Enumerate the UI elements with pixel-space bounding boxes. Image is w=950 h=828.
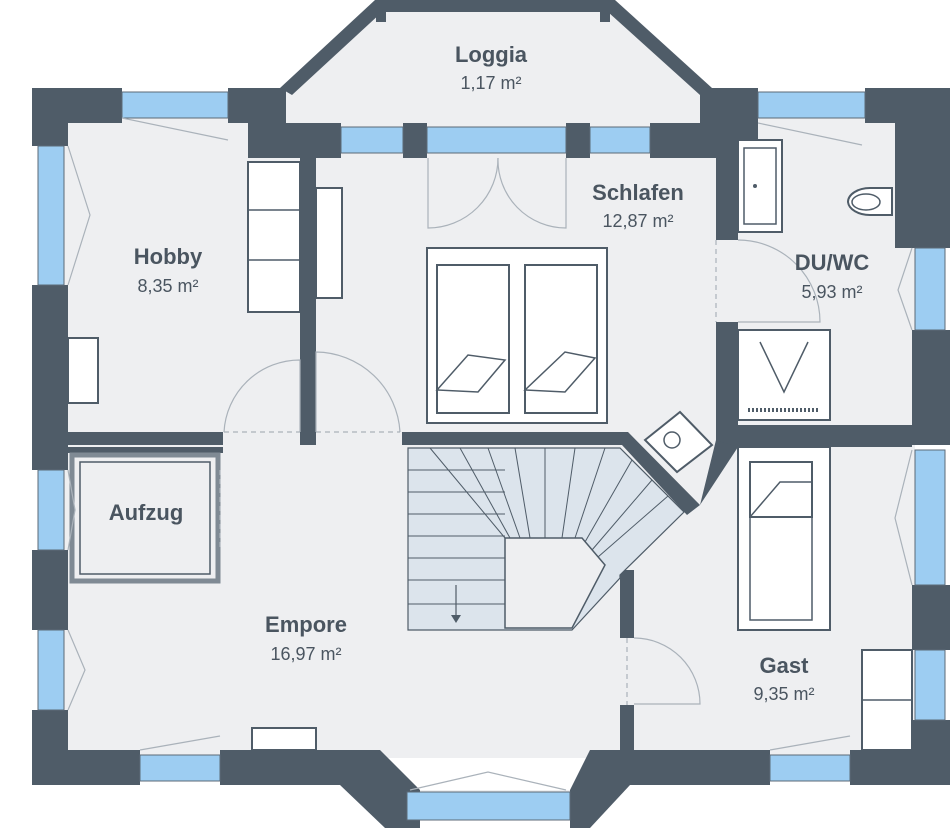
wall-bottom-left2 bbox=[220, 750, 345, 785]
wall-top-left bbox=[32, 88, 122, 123]
wall-aufzug-shaft bbox=[68, 447, 223, 453]
bed-left bbox=[436, 264, 510, 414]
window-du-right bbox=[914, 247, 946, 331]
staircase bbox=[407, 447, 685, 631]
du-wc-name: DU/WC bbox=[795, 250, 870, 275]
bathtub bbox=[737, 139, 783, 233]
door-loggia-right bbox=[497, 157, 567, 229]
windows bbox=[37, 91, 946, 821]
sash-du-right bbox=[897, 247, 913, 331]
shower bbox=[737, 329, 831, 421]
loggia-name: Loggia bbox=[455, 42, 528, 67]
wall-du-gast bbox=[716, 425, 912, 447]
wall-top-loggia-mid bbox=[403, 123, 427, 158]
door-loggia-left bbox=[427, 157, 499, 229]
wall-schlafen-du bbox=[716, 158, 738, 240]
window-empore-left bbox=[37, 629, 65, 711]
schlafen-name: Schlafen bbox=[592, 180, 684, 205]
gast-area: 9,35 m² bbox=[753, 684, 814, 704]
outer-walls bbox=[32, 0, 950, 828]
wall-left-mid bbox=[32, 285, 68, 470]
loggia-area: 1,17 m² bbox=[460, 73, 521, 93]
doors bbox=[67, 117, 913, 791]
window-aufzug-left bbox=[37, 469, 65, 551]
door-du bbox=[737, 239, 821, 323]
schlafen-area: 12,87 m² bbox=[602, 211, 673, 231]
wall-right-upper bbox=[895, 88, 950, 248]
wall-bottom-left bbox=[32, 750, 140, 785]
elevator-inner bbox=[79, 461, 211, 575]
wall-bottom-bay-left bbox=[340, 750, 420, 828]
corner-basin bbox=[643, 410, 714, 474]
room-labels: Loggia 1,17 m² Schlafen 12,87 m² Hobby 8… bbox=[109, 42, 870, 704]
wall-stair-top bbox=[402, 432, 700, 515]
gast-name: Gast bbox=[760, 653, 810, 678]
toilet bbox=[846, 187, 893, 217]
stair-arrow-head bbox=[451, 615, 461, 623]
wall-right-mid bbox=[912, 330, 950, 445]
wall-left-mid2 bbox=[32, 550, 68, 630]
window-gast-bottom bbox=[769, 754, 851, 782]
sash-empore-bottom-left bbox=[139, 735, 221, 751]
hobby-desk bbox=[67, 337, 99, 404]
window-hobby-top bbox=[121, 91, 229, 119]
sash-hobby-left bbox=[67, 145, 91, 286]
sash-empore-bottom bbox=[409, 771, 567, 791]
wall-top-loggia-left bbox=[248, 123, 341, 158]
window-schlafen-2 bbox=[426, 126, 567, 154]
wall-right-mid2 bbox=[912, 585, 950, 650]
sash-aufzug-left bbox=[67, 469, 76, 551]
empore-area: 16,97 m² bbox=[270, 644, 341, 664]
sash-gast-bottom bbox=[769, 735, 851, 751]
wall-right-bottom bbox=[912, 720, 950, 785]
wall-stair-gast bbox=[620, 570, 634, 638]
wall-bottom-bay-right bbox=[570, 750, 630, 828]
hobby-name: Hobby bbox=[134, 244, 203, 269]
wall-hobby-schlafen bbox=[300, 158, 316, 445]
interior-walls bbox=[68, 158, 912, 755]
wall-empore-gast bbox=[620, 705, 634, 755]
schlafen-wardrobe bbox=[315, 187, 343, 299]
wall-top-loggia-mid2 bbox=[566, 123, 590, 158]
wall-stair-diagonal bbox=[687, 440, 738, 515]
empore-cabinet bbox=[251, 727, 317, 751]
sash-empore-left bbox=[67, 629, 86, 711]
sash-du-top bbox=[757, 122, 863, 146]
sash-hobby-top bbox=[121, 117, 229, 141]
furniture bbox=[67, 12, 913, 751]
bed-right bbox=[524, 264, 598, 414]
window-empore-bottom bbox=[406, 791, 571, 821]
door-gast bbox=[633, 637, 701, 705]
wall-hobby-empore bbox=[68, 432, 223, 445]
sash-gast-right bbox=[894, 449, 913, 586]
door-schlafen bbox=[315, 351, 401, 433]
du-wc-area: 5,93 m² bbox=[801, 282, 862, 302]
loggia-floor bbox=[285, 10, 700, 128]
window-gast-right bbox=[914, 449, 946, 586]
window-schlafen-3 bbox=[589, 126, 651, 154]
window-gast-right2 bbox=[914, 649, 946, 721]
window-du-top bbox=[757, 91, 866, 119]
door-hobby bbox=[223, 359, 301, 433]
hobby-shelf bbox=[247, 161, 301, 313]
stair-landing bbox=[504, 537, 606, 629]
wall-bottom-right bbox=[630, 750, 770, 785]
wall-du-lower bbox=[716, 322, 738, 432]
empore-name: Empore bbox=[265, 612, 347, 637]
aufzug-name: Aufzug bbox=[109, 500, 184, 525]
window-empore-bottom-left bbox=[139, 754, 221, 782]
window-hobby-left bbox=[37, 145, 65, 286]
elevator-shaft bbox=[69, 452, 221, 584]
hobby-area: 8,35 m² bbox=[137, 276, 198, 296]
loggia-lamp-right bbox=[600, 12, 610, 22]
window-schlafen-1 bbox=[340, 126, 404, 154]
loggia-lamp-left bbox=[376, 12, 386, 22]
